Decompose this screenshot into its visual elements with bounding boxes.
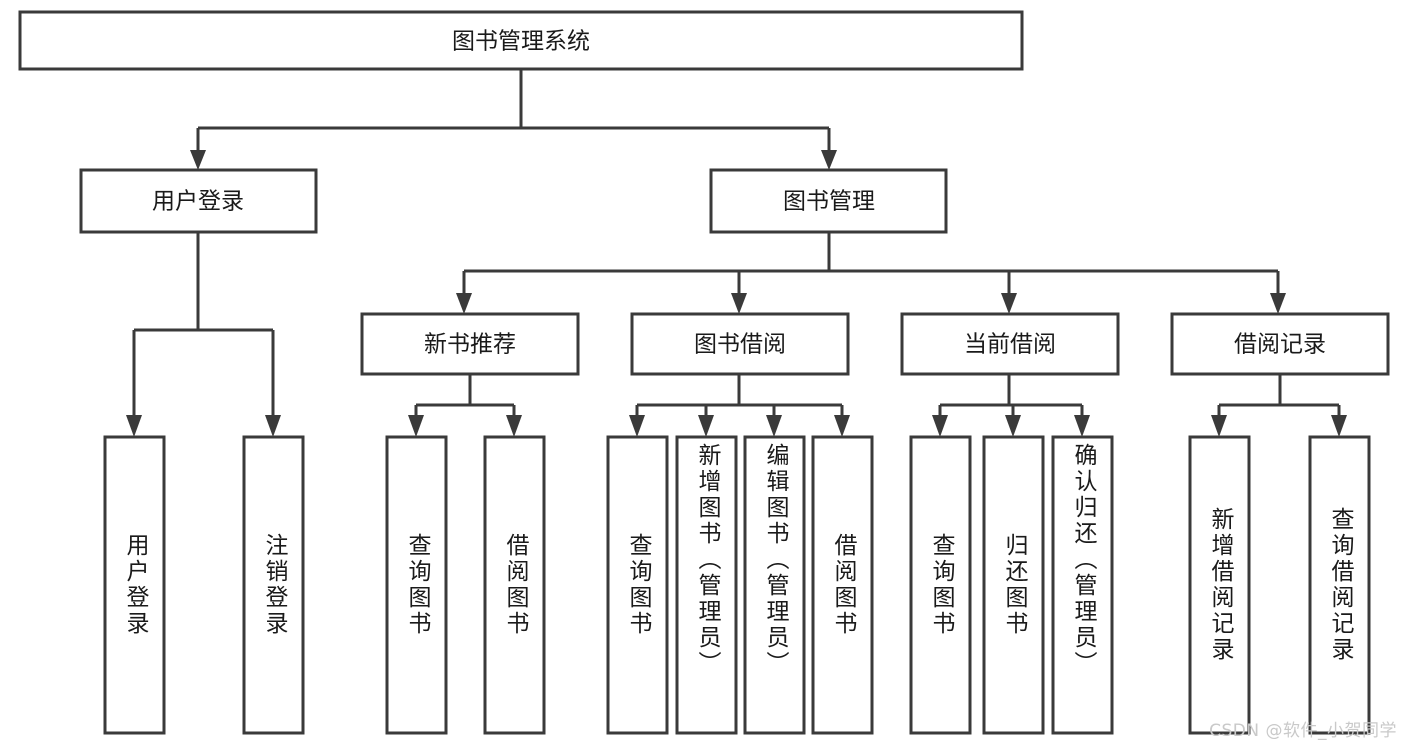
arrowhead-borrow-record: [1270, 293, 1286, 314]
arrowhead-leaf-query-book-3: [932, 415, 948, 437]
connectors-book-borrow-to-leaves: [629, 374, 850, 437]
leaf-add-book-rect[interactable]: [675, 435, 738, 735]
arrowhead-leaf-return-book: [1005, 415, 1021, 437]
arrowhead-leaf-borrow-book-2: [834, 415, 850, 437]
arrowhead-book-manage: [821, 150, 837, 170]
arrowhead-book-borrow: [731, 293, 747, 314]
node-new-book-rec-label: 新书推荐: [424, 332, 516, 358]
csdn-watermark: CSDN @软件_小贺同学: [1209, 721, 1397, 741]
leaf-borrow-book-2-rect[interactable]: [811, 435, 874, 735]
node-book-borrow-label: 图书借阅: [694, 332, 786, 358]
node-root[interactable]: 图书管理系统: [18, 10, 1024, 71]
arrowhead-leaf-user-login: [126, 415, 142, 437]
node-current-borrow-label: 当前借阅: [964, 332, 1056, 358]
arrowhead-leaf-query-record: [1331, 415, 1347, 437]
connectors-current-borrow-to-leaves: [932, 374, 1090, 437]
node-borrow-record-label: 借阅记录: [1234, 332, 1326, 358]
connectors-borrow-record-to-leaves: [1211, 374, 1347, 437]
node-book-manage-rect[interactable]: [709, 168, 948, 234]
node-user-login-label: 用户登录: [152, 189, 244, 215]
connectors-new-book-rec-to-leaves: [408, 374, 522, 437]
leaf-add-record-rect[interactable]: [1188, 435, 1251, 735]
node-book-borrow-rect[interactable]: [630, 312, 850, 376]
leaf-query-record-rect[interactable]: [1308, 435, 1371, 735]
node-new-book-rec-rect[interactable]: [360, 312, 580, 376]
leaf-edit-book-rect[interactable]: [743, 435, 806, 735]
leaf-return-book-rect[interactable]: [982, 435, 1045, 735]
leaf-query-book-1-rect[interactable]: [385, 435, 448, 735]
node-root-rect[interactable]: [18, 10, 1024, 71]
arrowhead-current-borrow: [1001, 293, 1017, 314]
node-current-borrow[interactable]: 当前借阅: [900, 312, 1120, 376]
node-user-login-rect[interactable]: [79, 168, 318, 234]
leaf-boxes: [103, 435, 1371, 735]
leaf-query-book-2-rect[interactable]: [606, 435, 669, 735]
arrowhead-leaf-add-record: [1211, 415, 1227, 437]
arrowhead-leaf-logout: [265, 415, 281, 437]
leaf-user-login-rect[interactable]: [103, 435, 166, 735]
connectors-book-manage-to-level3: [456, 232, 1286, 314]
node-user-login[interactable]: 用户登录: [79, 168, 318, 234]
arrowhead-user-login: [190, 150, 206, 170]
node-book-manage[interactable]: 图书管理: [709, 168, 948, 234]
arrowhead-leaf-add-book: [698, 415, 714, 437]
node-root-label: 图书管理系统: [452, 29, 590, 55]
node-book-borrow[interactable]: 图书借阅: [630, 312, 850, 376]
node-new-book-rec[interactable]: 新书推荐: [360, 312, 580, 376]
leaf-borrow-book-1-rect[interactable]: [483, 435, 546, 735]
node-current-borrow-rect[interactable]: [900, 312, 1120, 376]
node-borrow-record-rect[interactable]: [1170, 312, 1390, 376]
leaf-confirm-return-rect[interactable]: [1051, 435, 1114, 735]
connectors-root-to-level2: [190, 69, 837, 170]
node-book-manage-label: 图书管理: [783, 189, 875, 215]
node-borrow-record[interactable]: 借阅记录: [1170, 312, 1390, 376]
arrowhead-leaf-confirm-return: [1074, 415, 1090, 437]
arrowhead-new-book-rec: [456, 293, 472, 314]
connectors-user-login-to-leaves: [126, 232, 281, 437]
leaf-logout-rect[interactable]: [242, 435, 305, 735]
arrowhead-leaf-borrow-book-1: [506, 415, 522, 437]
arrowhead-leaf-edit-book: [766, 415, 782, 437]
arrowhead-leaf-query-book-2: [629, 415, 645, 437]
arrowhead-leaf-query-book-1: [408, 415, 424, 437]
leaf-query-book-3-rect[interactable]: [909, 435, 972, 735]
